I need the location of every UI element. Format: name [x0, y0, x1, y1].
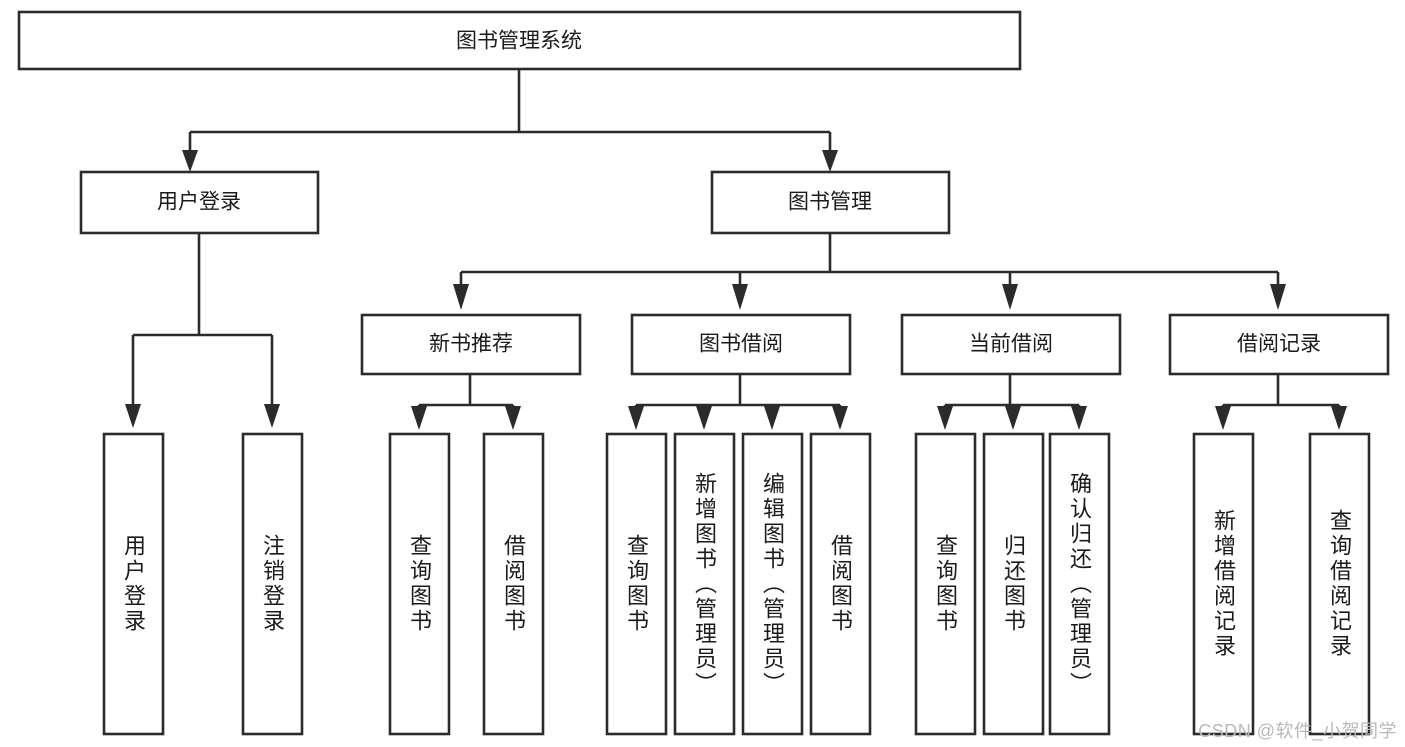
node-book-borrow[interactable]: 图书借阅	[630, 313, 852, 376]
leaf-query-book-3-label: 查询图书	[933, 534, 958, 634]
csdn-watermark: CSDN @软件_小贺同学	[1198, 721, 1397, 741]
arrow-bookmgmt-to-newbook	[453, 284, 469, 310]
leaf-edit-book-box[interactable]	[741, 432, 804, 736]
leaf-query-book-3[interactable]	[914, 432, 977, 736]
node-borrow-record-label: 借阅记录	[1237, 333, 1321, 356]
node-current-borrow-label: 当前借阅	[969, 333, 1053, 356]
leaf-borrow-book-1-label: 借阅图书	[501, 534, 526, 634]
leaf-return-book-box[interactable]	[982, 432, 1045, 736]
leaf-return-book-label: 归还图书	[1001, 534, 1026, 634]
arrow-record-to-add-record	[1215, 406, 1231, 430]
arrow-login-to-user-login	[125, 404, 141, 428]
leaf-borrow-book-1-box[interactable]	[482, 432, 545, 736]
arrow-current-to-confirm-return	[1071, 406, 1087, 430]
arrow-borrow-to-query-book	[628, 406, 644, 430]
arrow-newbook-to-borrow-book	[505, 406, 521, 430]
node-current-borrow-box[interactable]	[900, 313, 1122, 376]
leaf-edit-book[interactable]	[741, 432, 804, 736]
arrow-newbook-to-query-book	[411, 406, 427, 430]
node-root-box[interactable]	[17, 10, 1022, 71]
arrow-bookmgmt-to-borrow	[732, 284, 748, 310]
leaf-user-login[interactable]	[102, 432, 165, 736]
leaf-borrow-book-1[interactable]	[482, 432, 545, 736]
arrow-root-to-login	[182, 150, 198, 172]
leaf-query-book-2-label: 查询图书	[624, 534, 649, 634]
leaf-confirm-return[interactable]	[1048, 432, 1111, 736]
node-new-book-recommend-box[interactable]	[360, 313, 582, 376]
node-borrow-record-box[interactable]	[1168, 313, 1390, 376]
node-book-borrow-label: 图书借阅	[699, 333, 783, 356]
leaf-query-book-1-label: 查询图书	[407, 534, 432, 634]
leaf-query-book-3-box[interactable]	[914, 432, 977, 736]
leaf-return-book[interactable]	[982, 432, 1045, 736]
arrow-borrow-to-add-book	[696, 406, 712, 430]
leaf-query-book-2[interactable]	[605, 432, 668, 736]
arrow-bookmgmt-to-record	[1270, 284, 1286, 310]
node-root-label: 图书管理系统	[456, 30, 582, 53]
node-user-login-label: 用户登录	[157, 191, 241, 214]
leaf-logout[interactable]	[241, 432, 304, 736]
leaf-add-record-box[interactable]	[1192, 432, 1255, 736]
leaf-add-book-label: 新增图书（管理员）	[692, 471, 717, 697]
node-current-borrow[interactable]: 当前借阅	[900, 313, 1122, 376]
leaf-logout-label: 注销登录	[260, 534, 285, 634]
leaf-query-record[interactable]	[1308, 432, 1371, 736]
arrow-login-to-logout	[264, 404, 280, 428]
arrow-current-to-return-book	[1005, 406, 1021, 430]
leaf-confirm-return-box[interactable]	[1048, 432, 1111, 736]
leaf-add-record[interactable]	[1192, 432, 1255, 736]
node-new-book-recommend-label: 新书推荐	[429, 333, 513, 356]
arrow-borrow-to-borrow-book	[832, 406, 848, 430]
node-user-login-box[interactable]	[79, 170, 320, 235]
leaf-query-record-box[interactable]	[1308, 432, 1371, 736]
leaf-borrow-book-2-label: 借阅图书	[828, 534, 853, 634]
node-user-login[interactable]: 用户登录	[79, 170, 320, 235]
node-new-book-recommend[interactable]: 新书推荐	[360, 313, 582, 376]
node-borrow-record[interactable]: 借阅记录	[1168, 313, 1390, 376]
leaf-add-record-label: 新增借阅记录	[1211, 509, 1236, 659]
leaf-query-record-label: 查询借阅记录	[1327, 509, 1352, 659]
leaf-add-book[interactable]	[673, 432, 736, 736]
node-root[interactable]: 图书管理系统	[17, 10, 1022, 71]
arrow-borrow-to-edit-book	[764, 406, 780, 430]
leaf-borrow-book-2-box[interactable]	[809, 432, 872, 736]
arrow-record-to-query-record	[1331, 406, 1347, 430]
leaf-add-book-box[interactable]	[673, 432, 736, 736]
leaf-user-login-box[interactable]	[102, 432, 165, 736]
leaf-query-book-1-box[interactable]	[388, 432, 451, 736]
node-book-borrow-box[interactable]	[630, 313, 852, 376]
arrow-current-to-query-book	[937, 406, 953, 430]
arrow-bookmgmt-to-current	[1002, 284, 1018, 310]
leaf-logout-box[interactable]	[241, 432, 304, 736]
node-book-management-box[interactable]	[710, 170, 951, 235]
leaf-query-book-2-box[interactable]	[605, 432, 668, 736]
node-book-management-label: 图书管理	[788, 191, 872, 214]
leaf-user-login-label: 用户登录	[121, 534, 146, 634]
connector-layer	[125, 69, 1347, 430]
leaf-edit-book-label: 编辑图书（管理员）	[760, 471, 785, 697]
leaf-query-book-1[interactable]	[388, 432, 451, 736]
leaf-confirm-return-label: 确认归还（管理员）	[1067, 471, 1092, 697]
arrow-root-to-bookmgmt	[822, 150, 838, 172]
node-book-management[interactable]: 图书管理	[710, 170, 951, 235]
leaf-borrow-book-2[interactable]	[809, 432, 872, 736]
